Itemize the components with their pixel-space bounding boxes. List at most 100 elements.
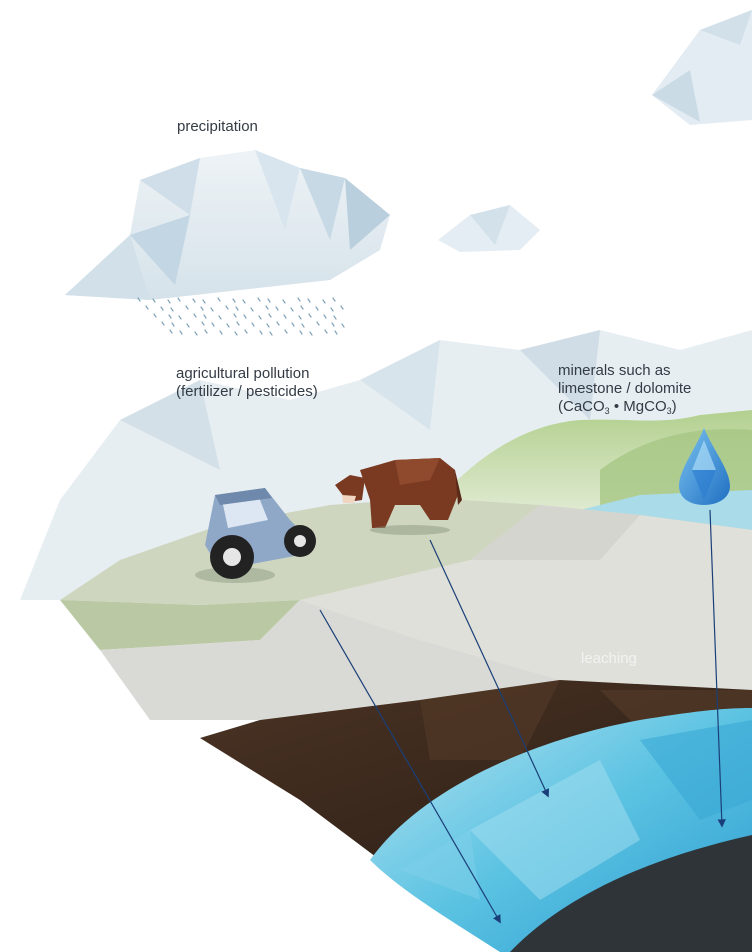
bedrock-layer — [510, 835, 752, 952]
rain-drop — [225, 305, 229, 310]
rain-drop — [257, 297, 261, 302]
rain-drop — [282, 299, 286, 304]
rain-drop — [334, 330, 338, 335]
rain-drop — [269, 331, 273, 336]
rain-drop — [301, 323, 305, 328]
rain-drop — [185, 305, 189, 310]
rain-drop — [167, 299, 171, 304]
rain-drop — [137, 297, 141, 302]
rain-drop — [340, 305, 344, 310]
rain-drop — [341, 323, 345, 328]
rain-drop — [283, 314, 287, 319]
rain-drop — [243, 314, 247, 319]
rain-drop — [330, 307, 334, 312]
small-cloud — [438, 205, 540, 252]
rain-drop — [194, 331, 198, 336]
leaching-arrow-3 — [709, 509, 726, 828]
rain-drop — [160, 306, 164, 311]
formula-mid: • MgCO — [609, 398, 667, 415]
precipitation-text: precipitation — [177, 118, 258, 135]
rain-drop — [244, 329, 248, 334]
rain-drop — [192, 298, 196, 303]
formula-subscript-2: 3 — [666, 406, 672, 416]
agricultural-pollution-label: agricultural pollution (fertilizer / pes… — [176, 365, 318, 401]
rain-drop — [233, 313, 237, 318]
rain-drop — [308, 313, 312, 318]
precipitation-label: precipitation — [177, 118, 258, 136]
rain-drop — [218, 315, 222, 320]
rain-drop — [152, 298, 156, 303]
rain-drop — [201, 321, 205, 326]
rain-drops — [137, 297, 345, 336]
rain-drop — [333, 315, 337, 320]
rain-drop — [234, 331, 238, 336]
rain-drop — [332, 297, 336, 302]
rain-drop — [291, 322, 295, 327]
rain-drop — [211, 322, 215, 327]
rain-drop — [268, 313, 272, 318]
cow — [335, 458, 462, 535]
rain-drop — [322, 299, 326, 304]
rain-drop — [200, 306, 204, 311]
rain-drop — [315, 306, 319, 311]
rain-drop — [258, 315, 262, 320]
rain-drop — [202, 299, 206, 304]
rain-drop — [266, 323, 270, 328]
rain-drop — [235, 306, 239, 311]
rain-drop — [331, 322, 335, 327]
rain-drop — [236, 321, 240, 326]
minerals-label: minerals such as limestone / dolomite (C… — [558, 362, 691, 416]
rain-drop — [276, 321, 280, 326]
formula-open: (CaCO — [558, 398, 605, 415]
rain-drop — [323, 314, 327, 319]
rain-drop — [204, 329, 208, 334]
rain-drop — [178, 315, 182, 320]
rain-drop — [309, 331, 313, 336]
rain-drop — [251, 322, 255, 327]
rain-drop — [161, 321, 165, 326]
rain-drop — [300, 305, 304, 310]
rain-drop — [186, 323, 190, 328]
agricultural-pollution-line2: (fertilizer / pesticides) — [176, 383, 318, 400]
rain-drop — [259, 330, 263, 335]
rain-drop — [145, 305, 149, 310]
formula-close: ) — [671, 398, 677, 415]
rain-drop — [265, 305, 269, 310]
rain-cloud — [65, 150, 390, 300]
rain-drop — [250, 307, 254, 312]
rain-drop — [177, 297, 181, 302]
rain-drop — [316, 321, 320, 326]
leaching-arrows — [319, 509, 726, 924]
cloud-top-right — [652, 10, 752, 125]
rain-drop — [275, 306, 279, 311]
rain-drop — [168, 314, 172, 319]
rain-drop — [307, 298, 311, 303]
rain-drop — [267, 298, 271, 303]
rain-drop — [298, 315, 302, 320]
rain-drop — [242, 299, 246, 304]
rain-drop — [324, 329, 328, 334]
rain-drop — [169, 329, 173, 334]
rain-drop — [284, 329, 288, 334]
minerals-line2: limestone / dolomite — [558, 380, 692, 397]
rain-drop — [226, 323, 230, 328]
rain-drop — [193, 313, 197, 318]
formula-subscript-1: 3 — [604, 406, 610, 416]
rain-drop — [217, 297, 221, 302]
rain-drop — [153, 313, 157, 318]
rain-drop — [219, 330, 223, 335]
agricultural-pollution-line1: agricultural pollution — [176, 365, 310, 382]
leaching-label: leaching — [581, 650, 637, 668]
rain-drop — [299, 330, 303, 335]
rain-drop — [290, 307, 294, 312]
water-droplet-icon — [679, 428, 730, 505]
rain-drop — [203, 314, 207, 319]
rain-drop — [171, 322, 175, 327]
minerals-line1: minerals such as — [558, 362, 671, 379]
minerals-formula: (CaCO3 • MgCO3) — [558, 398, 691, 416]
leaching-arrow-1 — [319, 609, 501, 924]
rain-drop — [170, 307, 174, 312]
tractor — [195, 488, 316, 583]
